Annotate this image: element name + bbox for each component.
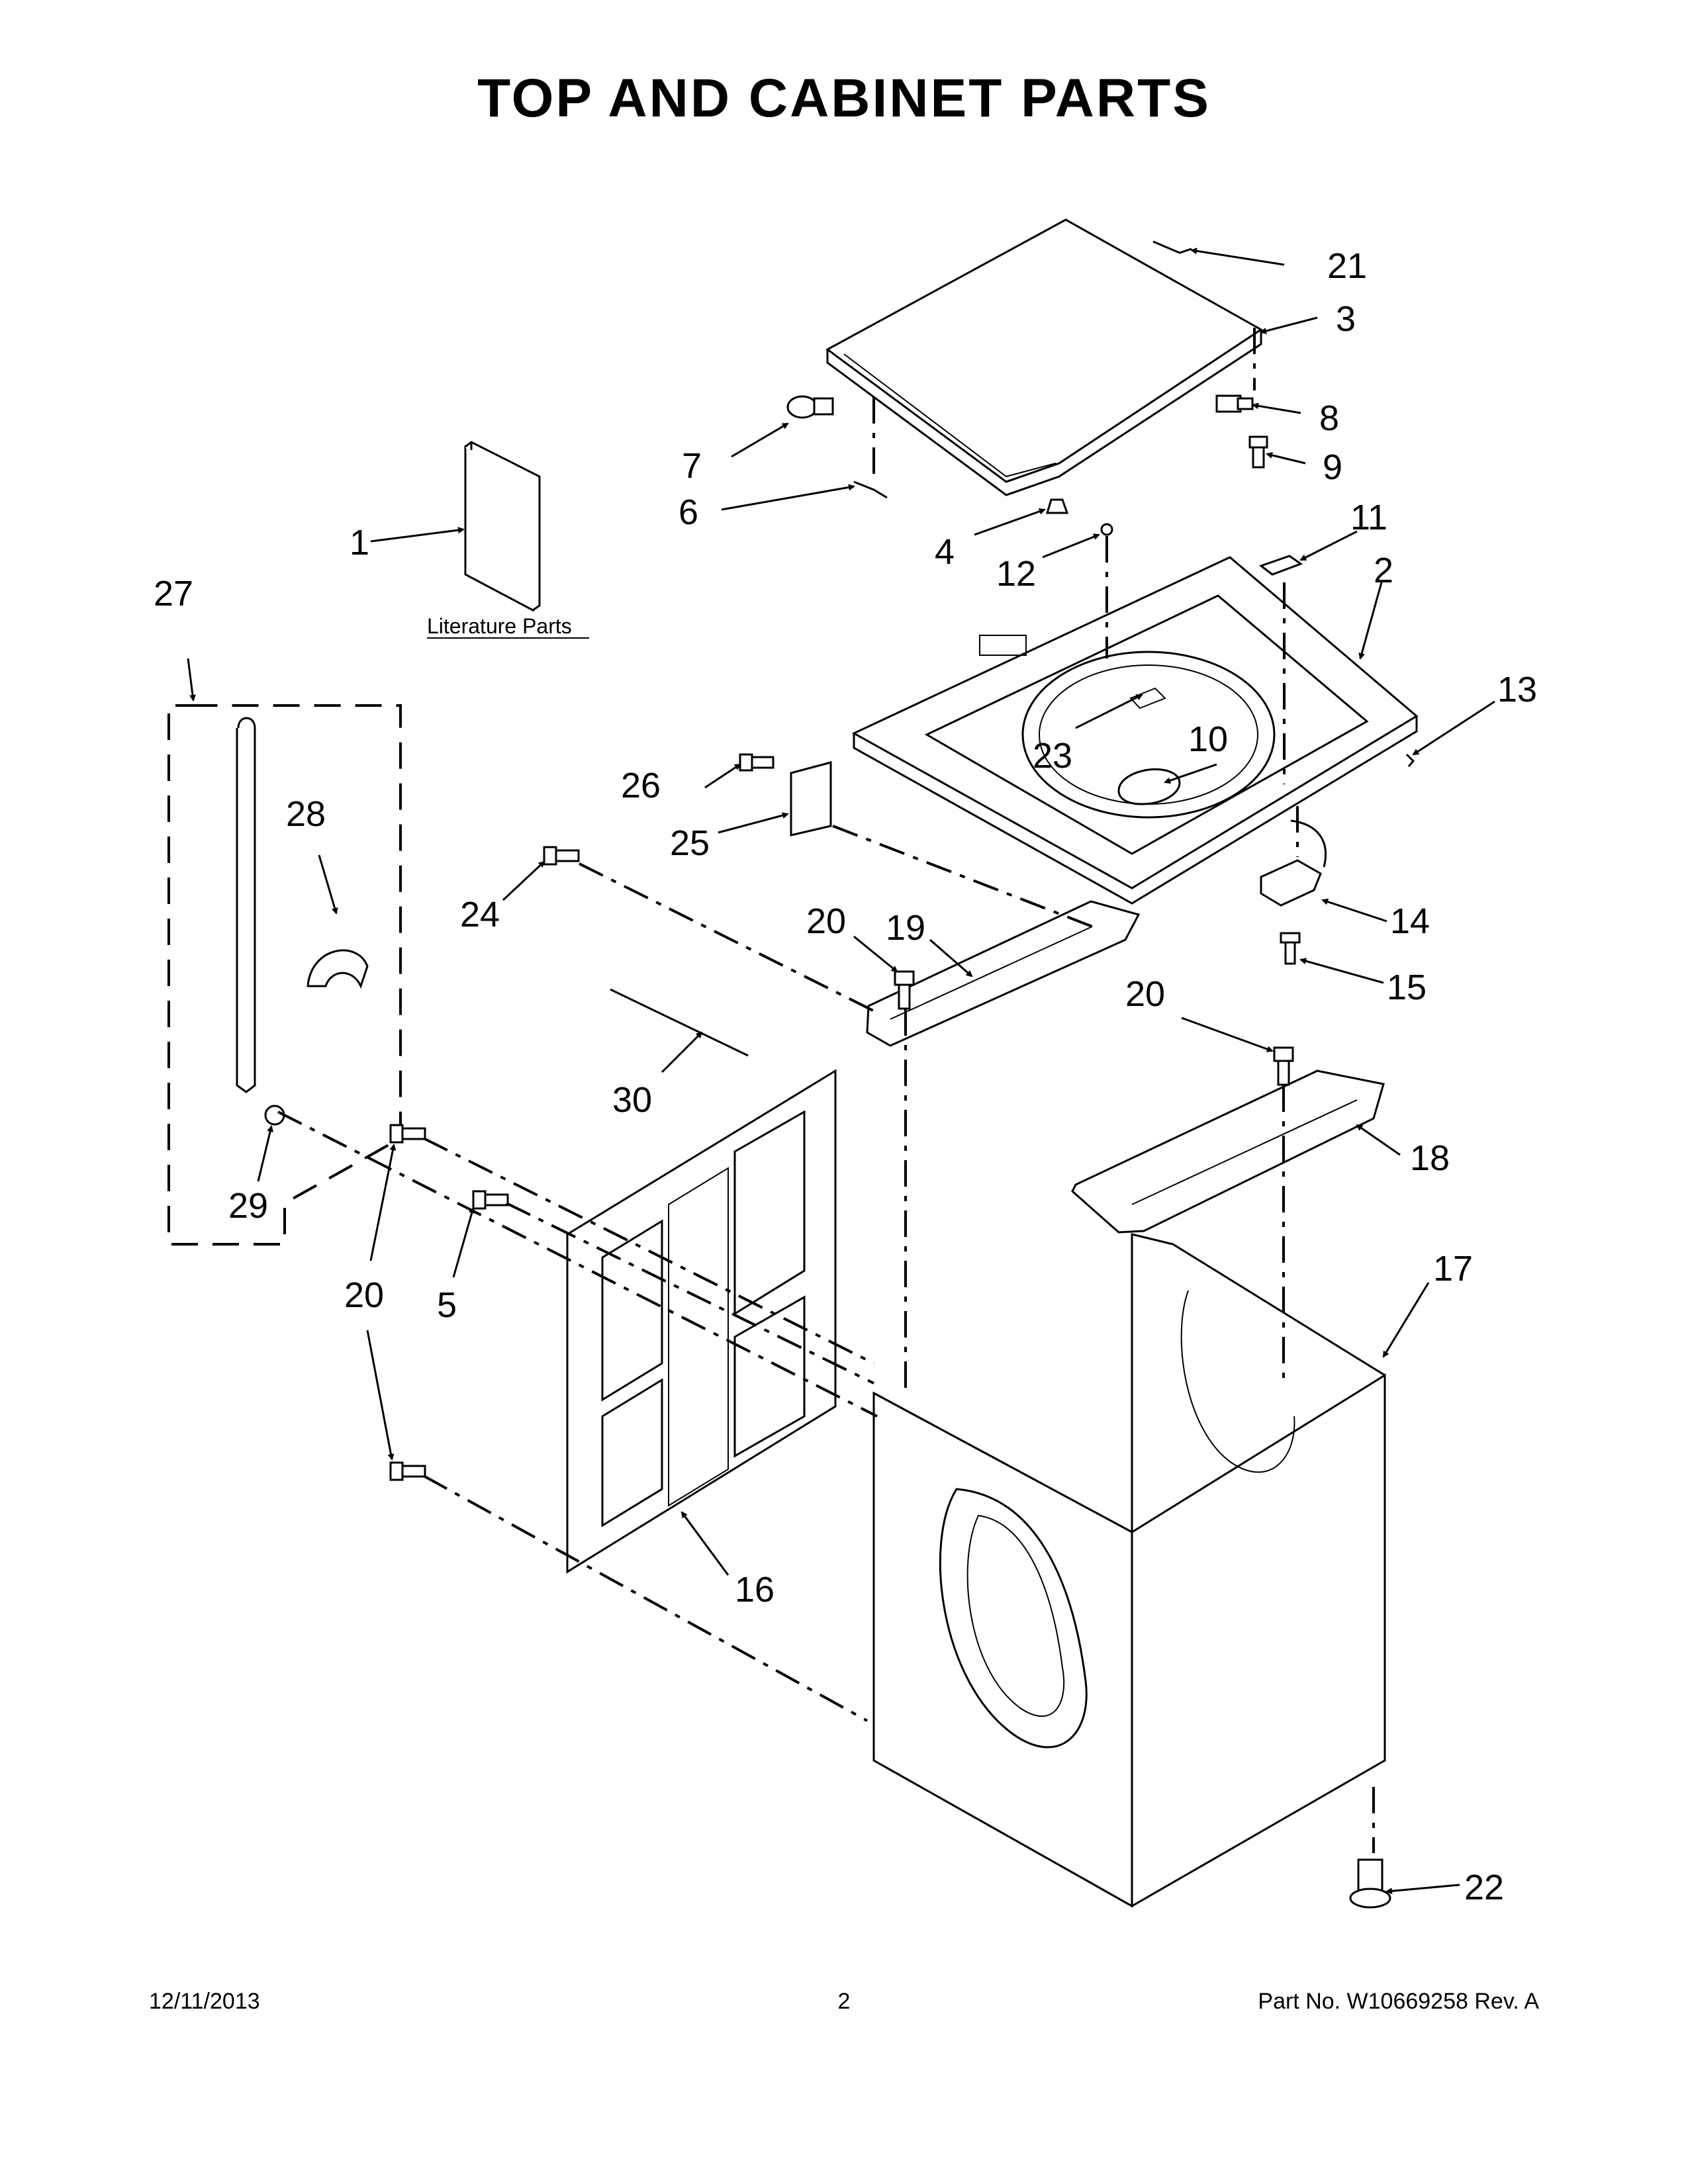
screw-part-9 (1248, 435, 1268, 469)
screw-part-20-upper (894, 970, 915, 1010)
callout-29: 29 (228, 1186, 268, 1226)
callout-20-brace: 20 (806, 901, 846, 941)
callout-1: 1 (350, 523, 369, 563)
callout-11: 11 (1350, 498, 1387, 537)
callout-17: 17 (1433, 1249, 1473, 1289)
callout-22: 22 (1464, 1868, 1504, 1907)
callout-3: 3 (1336, 299, 1356, 339)
screw-part-26 (739, 753, 774, 772)
clip-part-25 (790, 761, 832, 837)
callout-10: 10 (1188, 719, 1228, 759)
screw-part-5 (472, 1190, 509, 1210)
callout-25: 25 (670, 823, 710, 863)
callout-6: 6 (679, 492, 698, 532)
callout-2: 2 (1374, 551, 1393, 590)
rod-part-30 (610, 988, 749, 1057)
lid-switch-part-8 (1215, 394, 1254, 413)
screw-part-15 (1280, 932, 1301, 965)
footer-date: 12/11/2013 (149, 1989, 260, 2014)
callout-27: 27 (154, 574, 193, 614)
rear-panel-part-16 (566, 1069, 837, 1574)
screw-part-20-left (389, 1124, 426, 1144)
callout-5: 5 (437, 1285, 457, 1325)
clip-part-13 (1405, 753, 1415, 767)
callout-26: 26 (621, 766, 661, 805)
latch-part-11 (1258, 555, 1303, 576)
leader-arrows (187, 248, 1495, 1895)
callout-numbers: 21 3 8 9 7 6 4 12 1 11 2 13 23 10 14 15 … (154, 246, 1537, 1907)
footer-part-number: Part No. W10669258 Rev. A (1258, 1989, 1539, 2014)
leveling-leg-part-22 (1349, 1858, 1391, 1909)
callout-24: 24 (460, 895, 500, 934)
assembly-lines (277, 328, 1375, 1853)
screw-part-20-right (1273, 1046, 1294, 1086)
lid-bumper-part-4 (1045, 498, 1069, 514)
callout-9: 9 (1323, 447, 1342, 487)
screw-part-20-lower (389, 1461, 426, 1481)
literature-part-1 (464, 441, 541, 612)
callout-13: 13 (1497, 670, 1537, 709)
callout-15: 15 (1387, 968, 1427, 1007)
callout-19: 19 (886, 908, 925, 948)
clamp-part-29 (264, 1105, 285, 1126)
callout-20-left: 20 (344, 1275, 384, 1315)
screw-part-24 (543, 846, 580, 866)
callout-7: 7 (682, 446, 702, 486)
lid-part (825, 218, 1263, 496)
callout-14: 14 (1390, 901, 1430, 941)
callout-4: 4 (935, 532, 955, 572)
drain-hose-kit-part-27 (167, 704, 402, 1246)
callout-16: 16 (735, 1570, 774, 1610)
callout-8: 8 (1319, 398, 1339, 438)
callout-20-right: 20 (1125, 974, 1165, 1014)
brace-part-18 (1071, 1069, 1385, 1234)
callout-30: 30 (612, 1080, 652, 1120)
drain-hose-part (236, 717, 256, 1093)
page-title: TOP AND CABINET PARTS (477, 68, 1211, 128)
callout-18: 18 (1410, 1138, 1450, 1178)
clip-part-21 (1152, 240, 1192, 254)
cabinet-part-17 (872, 1233, 1386, 1908)
hinge-part-6 (853, 480, 888, 499)
lid-lock-part-14 (1260, 819, 1327, 907)
callout-12: 12 (996, 554, 1036, 594)
hose-guide-part-28 (306, 949, 369, 989)
callout-21: 21 (1327, 246, 1367, 286)
callout-28: 28 (286, 794, 326, 834)
top-panel-part-2 (851, 556, 1419, 905)
literature-parts-label: Literature Parts (427, 614, 572, 638)
plug-part-12 (1100, 523, 1113, 536)
footer-page-number: 2 (837, 1989, 851, 2014)
callout-23: 23 (1033, 736, 1072, 776)
brace-part-19 (866, 900, 1141, 1047)
hinge-screw-part-7 (786, 395, 834, 419)
